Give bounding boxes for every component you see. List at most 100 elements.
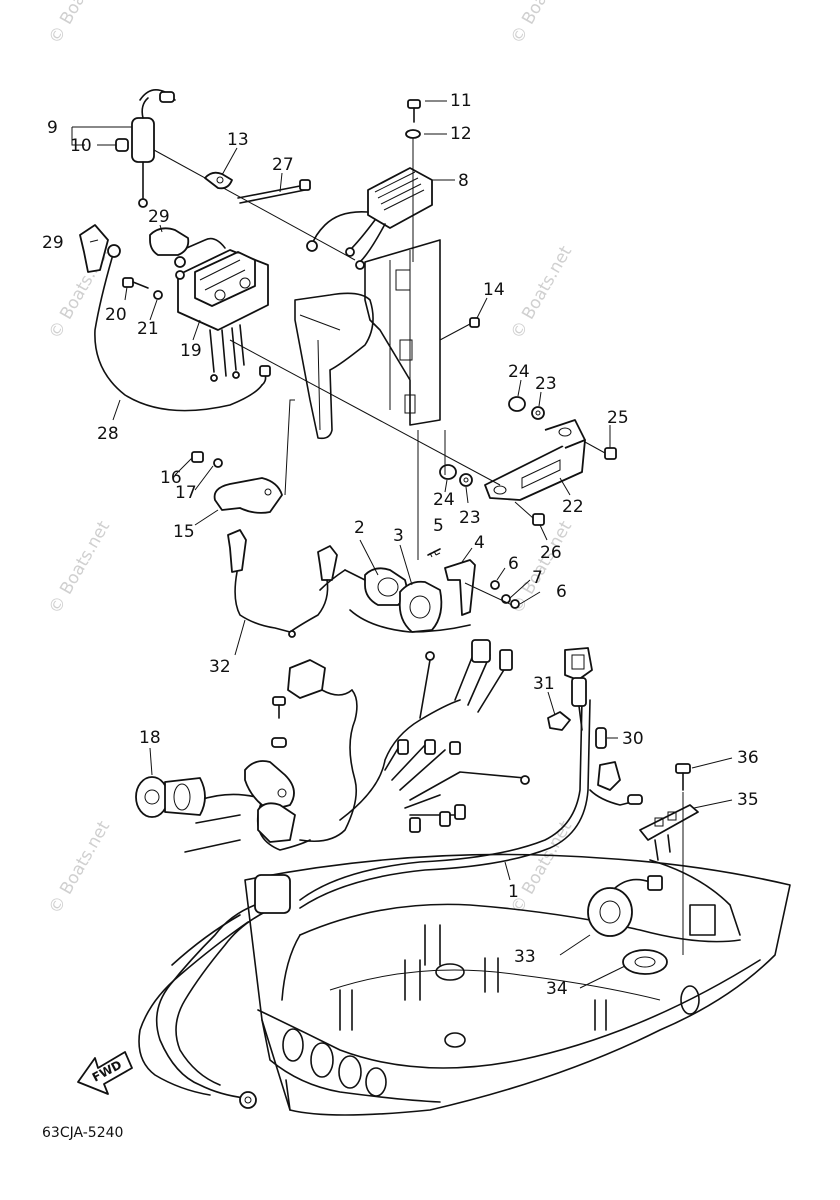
callout-2: 2	[354, 518, 365, 538]
part-16-bolt	[191, 451, 204, 463]
connectors-right	[397, 639, 530, 833]
callout-22: 22	[562, 497, 584, 517]
callout-leaders	[71, 100, 733, 989]
callout-6-lower: 6	[556, 582, 567, 602]
aux-lead	[589, 761, 643, 806]
callout-11: 11	[450, 91, 472, 111]
part-6-nut-a	[490, 580, 500, 590]
callout-23-lower: 23	[459, 508, 481, 528]
callout-21: 21	[137, 319, 159, 339]
callout-26: 26	[540, 543, 562, 563]
callout-numbers: 9 10 11 12 13 27 8 29 29 20 21 19 28 14 …	[42, 91, 759, 999]
callout-31: 31	[533, 674, 555, 694]
part-14-screw	[469, 317, 480, 328]
part-11-screw	[407, 99, 421, 123]
fwd-arrow: FWD	[77, 1051, 133, 1095]
harness-clamp	[254, 874, 291, 914]
part-19-cdi-unit	[174, 237, 271, 386]
callout-29-left: 29	[42, 233, 64, 253]
callout-7: 7	[532, 568, 543, 588]
terminal-plate	[244, 696, 295, 809]
part-15-bracket	[213, 477, 283, 514]
callout-32: 32	[209, 657, 231, 677]
part-10-sleeve	[115, 138, 129, 152]
watermarks: © Boats.net © Boats.net © Boats.net © Bo…	[45, 0, 576, 918]
part-24-grommet-lower	[439, 464, 457, 480]
mounting-plate	[294, 239, 441, 440]
callout-27: 27	[272, 155, 294, 175]
part-25-bolt	[584, 441, 617, 460]
part-13-clip	[204, 171, 233, 190]
callout-28: 28	[97, 424, 119, 444]
leader-9	[153, 149, 356, 261]
callout-33: 33	[514, 947, 536, 967]
callout-30: 30	[622, 729, 644, 749]
part-12-washer	[405, 129, 421, 139]
part-21-washer	[153, 290, 163, 300]
watermark-5: © Boats.net	[45, 517, 114, 617]
callout-3: 3	[393, 526, 404, 546]
part-27-lead	[237, 179, 311, 204]
part-36-screw	[675, 763, 691, 791]
callout-12: 12	[450, 124, 472, 144]
watermark-8: © Boats.net	[507, 817, 576, 917]
part-3-relay-cover	[398, 580, 443, 633]
callout-34: 34	[546, 979, 568, 999]
part-28-ground-lead	[94, 244, 263, 412]
harness-block	[257, 802, 296, 843]
callout-29-right: 29	[148, 207, 170, 227]
part-30-fuse	[595, 727, 607, 749]
part-9-connector	[131, 89, 176, 208]
callout-13: 13	[227, 130, 249, 150]
ring-terminal	[239, 1091, 257, 1109]
wire-harness	[138, 649, 591, 1109]
callout-17: 17	[175, 483, 197, 503]
callout-15: 15	[173, 522, 195, 542]
watermark-4: © Boats.net	[507, 242, 576, 342]
callout-6-upper: 6	[508, 554, 519, 574]
watermark-7: © Boats.net	[45, 817, 114, 917]
part-31-clip	[547, 711, 571, 731]
callout-25: 25	[607, 408, 629, 428]
part-23-collar-upper	[531, 406, 545, 420]
part-32-plug-caps	[227, 529, 338, 638]
part-17-washer	[213, 458, 223, 468]
part-20-bolt	[122, 277, 149, 289]
callout-4: 4	[474, 533, 485, 553]
callout-23-upper: 23	[535, 374, 557, 394]
part-18-receptacle	[135, 776, 206, 818]
watermark-1: © Boats.net	[45, 0, 114, 47]
callout-19: 19	[180, 341, 202, 361]
part-22-bracket	[484, 419, 586, 501]
callout-14: 14	[483, 280, 505, 300]
stop-switch-lead	[564, 647, 593, 731]
part-26-bolt	[514, 501, 545, 526]
part-8-rectifier	[306, 167, 433, 270]
part-23-collar-lower	[459, 473, 473, 487]
part-29-cap-right	[149, 227, 190, 256]
watermark-2: © Boats.net	[507, 0, 576, 47]
callout-8: 8	[458, 171, 469, 191]
callout-10: 10	[70, 136, 92, 156]
part-29-cap-left	[79, 224, 109, 273]
callout-9: 9	[47, 118, 58, 138]
part-35-terminal-block	[639, 804, 699, 861]
callout-1: 1	[508, 882, 519, 902]
callout-35: 35	[737, 790, 759, 810]
part-6-nut-b	[510, 599, 520, 609]
part-33-grommet	[587, 875, 663, 937]
upper-connector	[287, 659, 353, 699]
callout-20: 20	[105, 305, 127, 325]
callout-18: 18	[139, 728, 161, 748]
part-4-bracket	[444, 559, 476, 616]
diagram-code: 63CJA-5240	[42, 1125, 123, 1141]
callout-36: 36	[737, 748, 759, 768]
part-5-stud	[427, 548, 441, 558]
part-2-relay	[344, 567, 408, 606]
part-24-grommet-upper	[508, 396, 526, 412]
callout-24-lower: 24	[433, 490, 455, 510]
callout-5: 5	[433, 516, 444, 536]
callout-24-upper: 24	[508, 362, 530, 382]
part-34-plate	[622, 949, 668, 975]
